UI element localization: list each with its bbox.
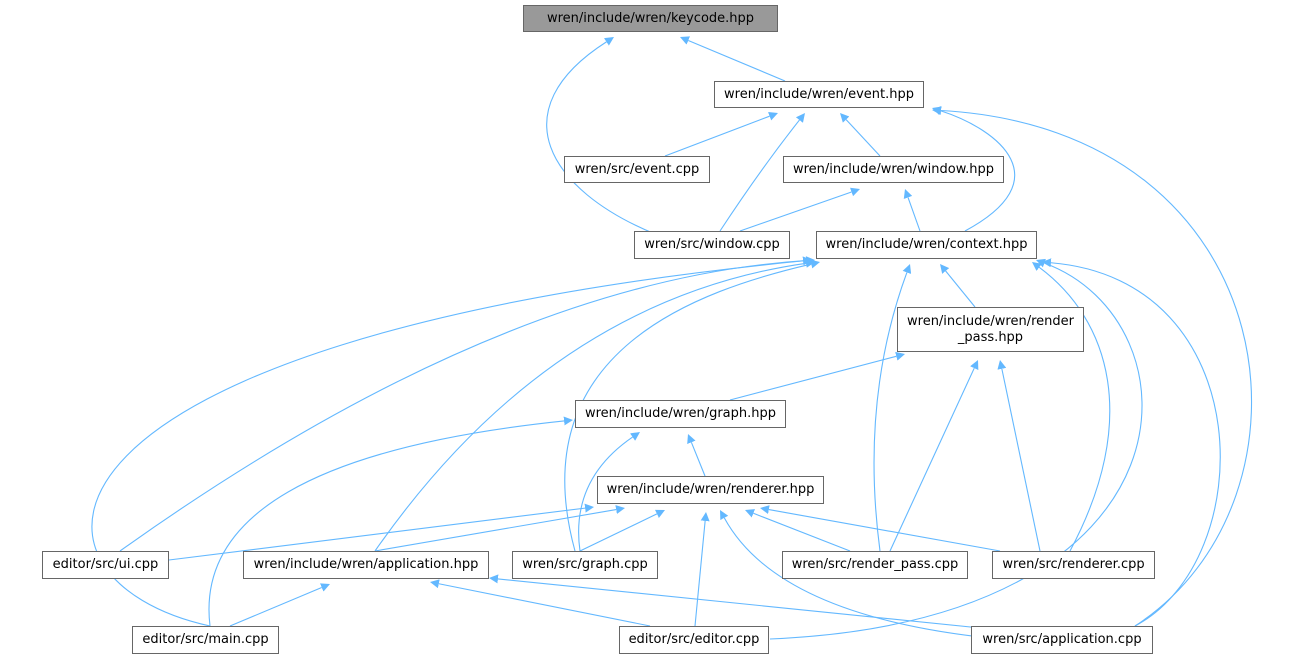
edge-event-includes-keycode: [680, 36, 786, 82]
edge-main_cpp-includes-graph_hpp: [208, 416, 574, 627]
edge-event_cpp-includes-event: [664, 111, 778, 157]
edge-renderer_cpp-includes-renderer_hpp: [760, 505, 1001, 552]
node-event-cpp[interactable]: wren/src/event.cpp: [564, 156, 710, 183]
edge-editor_cpp-includes-application_hpp: [429, 579, 651, 627]
edge-render_pass_cpp-includes-renderer_hpp: [745, 509, 851, 552]
node-event-hpp[interactable]: wren/include/wren/event.hpp: [714, 81, 924, 108]
node-application-hpp[interactable]: wren/include/wren/application.hpp: [243, 551, 489, 579]
edge-context-includes-window_hpp: [903, 189, 921, 232]
node-graph-cpp[interactable]: wren/src/graph.cpp: [512, 551, 658, 579]
edge-renderer_cpp-includes-context: [1032, 261, 1111, 552]
edge-context-includes-event: [932, 106, 1016, 232]
edge-renderer_hpp-includes-graph_hpp: [687, 434, 706, 477]
edge-window_cpp-includes-window_hpp: [739, 187, 860, 232]
edge-graph_hpp-includes-render_pass_hpp: [729, 351, 906, 401]
node-keycode-hpp: wren/include/wren/keycode.hpp: [523, 5, 778, 32]
edge-application_hpp-includes-context: [374, 258, 815, 552]
node-render-pass-cpp[interactable]: wren/src/render_pass.cpp: [782, 551, 968, 579]
node-render-pass-hpp[interactable]: wren/include/wren/render _pass.hpp: [897, 307, 1084, 352]
edge-graph_cpp-includes-renderer_hpp: [579, 509, 666, 552]
edge-main_cpp-includes-application_hpp: [229, 583, 330, 627]
edge-application_cpp-includes-renderer_hpp: [719, 510, 1011, 641]
edge-render_pass_hpp-includes-context: [939, 263, 976, 308]
edge-main_cpp-includes-context: [91, 256, 812, 627]
node-window-cpp[interactable]: wren/src/window.cpp: [634, 231, 790, 259]
edge-application_hpp-includes-renderer_hpp: [374, 505, 625, 552]
edge-graph_cpp-includes-graph_hpp: [578, 431, 640, 552]
edge-application_cpp-includes-application_hpp: [489, 574, 1001, 631]
node-main-cpp[interactable]: editor/src/main.cpp: [132, 626, 279, 654]
node-ui-cpp[interactable]: editor/src/ui.cpp: [42, 551, 169, 579]
node-application-cpp[interactable]: wren/src/application.cpp: [971, 626, 1153, 654]
edge-renderer_cpp-includes-render_pass_hpp: [997, 360, 1041, 552]
edge-graph_cpp-includes-context: [564, 259, 820, 552]
edge-editor_cpp-includes-context: [769, 258, 1143, 640]
edge-render_pass_cpp-includes-context: [873, 263, 912, 552]
node-context-hpp[interactable]: wren/include/wren/context.hpp: [816, 231, 1037, 259]
edge-ui_cpp-includes-renderer_hpp: [168, 503, 594, 561]
edge-ui_cpp-includes-context: [119, 256, 815, 552]
node-renderer-cpp[interactable]: wren/src/renderer.cpp: [992, 551, 1155, 579]
node-renderer-hpp[interactable]: wren/include/wren/renderer.hpp: [597, 476, 824, 504]
node-window-hpp[interactable]: wren/include/wren/window.hpp: [783, 156, 1004, 183]
edge-editor_cpp-includes-renderer_hpp: [694, 511, 710, 627]
edge-window_cpp-includes-event: [719, 112, 805, 232]
edge-render_pass_cpp-includes-render_pass_hpp: [889, 359, 979, 552]
edge-application_cpp-includes-context: [1042, 258, 1221, 627]
edge-window_hpp-includes-event: [840, 113, 881, 157]
node-graph-hpp[interactable]: wren/include/wren/graph.hpp: [575, 400, 786, 428]
edge-window_cpp-includes-keycode: [546, 36, 656, 235]
node-editor-cpp[interactable]: editor/src/editor.cpp: [619, 626, 769, 654]
edge-application_cpp-includes-event: [932, 106, 1253, 627]
